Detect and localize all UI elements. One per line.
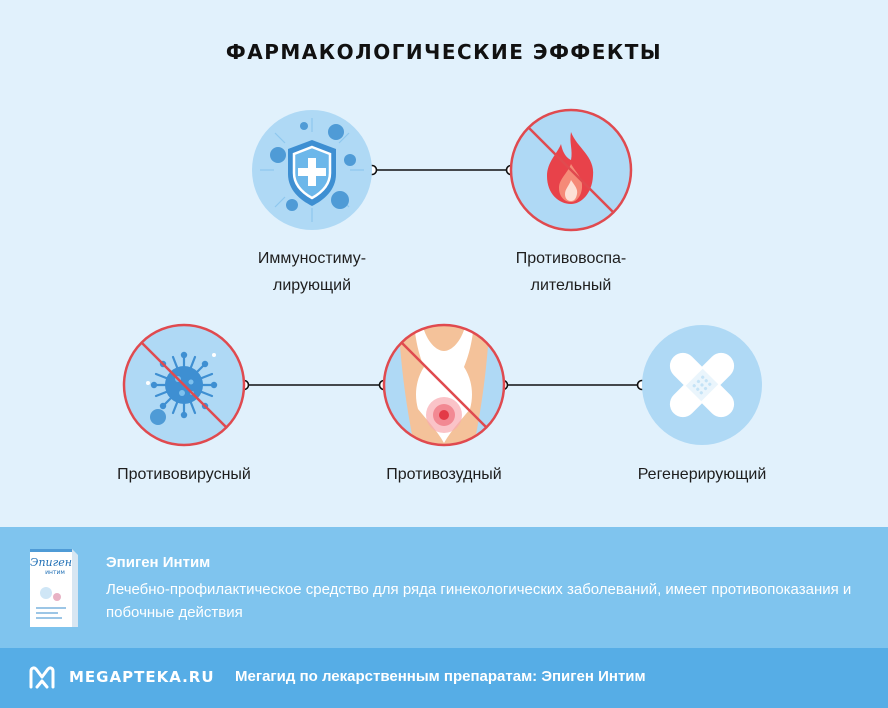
bandage-icon — [642, 325, 762, 445]
effect-label-immunostimulating: Иммуностиму- лирующий — [257, 250, 367, 294]
product-box-brand: Эпиген — [30, 556, 72, 569]
effect-label-antipruritic: Противозудный — [386, 466, 502, 483]
effect-label-regenerating: Регенерирующий — [637, 466, 767, 483]
megapteka-logo-icon[interactable] — [28, 665, 56, 691]
effect-label-anti-inflammatory: Противовоспа- лительный — [515, 250, 627, 294]
effect-label-antiviral: Противовирусный — [117, 466, 251, 483]
flame-icon — [509, 108, 633, 232]
footer-bar: MEGAPTEKA.RU Мегагид по лекарственным пр… — [0, 648, 888, 708]
effects-diagram — [122, 108, 762, 447]
product-info-bar: Эпиген интим Эпиген Интим Лечебно-профил… — [0, 527, 888, 648]
product-name: Эпиген Интим — [106, 554, 211, 571]
body-itch-icon — [382, 323, 506, 447]
connector-row-1 — [366, 164, 517, 176]
immune-shield-icon — [252, 110, 372, 230]
page-title: ФАРМАКОЛОГИЧЕСКИЕ ЭФФЕКТЫ — [225, 40, 663, 64]
product-description: Лечебно-профилактическое средство для ря… — [106, 581, 852, 621]
footer-tagline: Мегагид по лекарственным препаратам: Эпи… — [235, 668, 646, 685]
product-box-image: Эпиген интим — [30, 549, 78, 627]
product-box-sub: интим — [45, 569, 65, 576]
virus-icon — [122, 323, 246, 447]
footer-brand-link[interactable]: MEGAPTEKA.RU — [69, 668, 215, 686]
